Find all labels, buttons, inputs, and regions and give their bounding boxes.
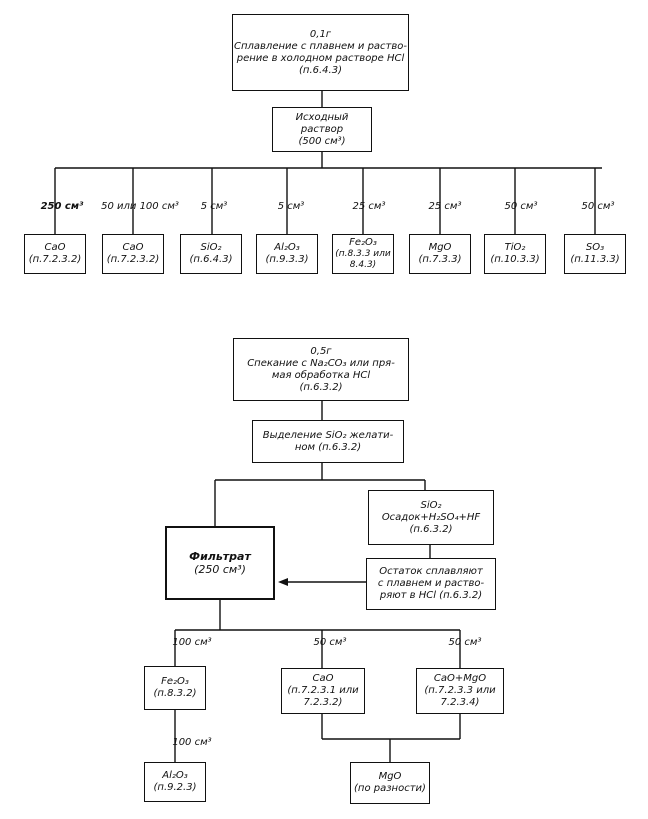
filtrate-label: Фильтрат (189, 549, 251, 563)
result-oxide: CaO (122, 242, 144, 253)
result-box-cao-2: CaO (п.7.2.3.2) (102, 234, 164, 274)
al2o3-box: Al₂O₃ (п.9.2.3) (144, 762, 206, 802)
result-ref-2: 8.4.3) (349, 260, 377, 270)
result-ref: (п.7.2.3.2) (106, 254, 160, 265)
result-box-sio2: SiO₂ (п.6.4.3) (180, 234, 242, 274)
fe2o3-label: Fe₂O₃ (161, 676, 189, 687)
volume-label-left: 100 см³ (172, 637, 212, 648)
branch-volume-label: 50 см³ (504, 201, 538, 212)
fe2o3-ref: (п.8.3.2) (153, 688, 197, 699)
volume-label-al: 100 см³ (172, 737, 212, 748)
sio2-precipitate-box: SiO₂ Осадок+H₂SO₄+HF (п.6.3.2) (368, 490, 494, 545)
silica-gelatin-box: Выделение SiO₂ желати- ном (п.6.3.2) (252, 420, 404, 463)
result-box-fe2o3: Fe₂O₃ (п.8.3.3 или 8.4.3) (332, 234, 394, 274)
branch-volume-label: 50 или 100 см³ (101, 201, 179, 212)
branch-volume-label: 50 см³ (581, 201, 615, 212)
cao-ref: (п.7.2.3.1 или (287, 685, 359, 696)
sample-line3: мая обработка НСl (271, 369, 371, 381)
result-ref: (п.8.3.3 или (335, 249, 391, 260)
sample-05g-box: 0,5г Спекание с Na₂CO₃ или пря- мая обра… (233, 338, 409, 401)
branch-volume-label: 5 см³ (277, 201, 305, 212)
result-box-cao: CaO (п.7.2.3.2) (24, 234, 86, 274)
cao-label: CaO (312, 673, 334, 684)
root-sample-line3: рение в холодном растворе НСl (236, 52, 405, 64)
result-box-al2o3: Al₂O₃ (п.9.3.3) (256, 234, 318, 274)
result-ref: (п.10.3.3) (490, 254, 540, 265)
sample-line2: Спекание с Na₂CO₃ или пря- (247, 357, 395, 369)
result-ref: (п.7.2.3.2) (28, 254, 82, 265)
sio2-treatment: Осадок+H₂SO₄+HF (381, 511, 481, 523)
sio2-ref: (п.6.3.2) (409, 523, 453, 535)
mgo-ref: (по разности) (354, 783, 426, 794)
cao-mgo-label: CaO+MgO (433, 673, 487, 684)
result-ref: (п.11.3.3) (570, 254, 620, 265)
cao-mgo-ref: (п.7.2.3.3 или (424, 685, 496, 696)
al2o3-label: Al₂O₃ (162, 770, 188, 781)
result-oxide: TiO₂ (504, 242, 526, 253)
residue-line3: ряют в НСl (п.6.3.2) (379, 590, 483, 601)
residue-line2: с плавнем и раство- (377, 578, 485, 589)
root-sample-ref: (п.6.4.3) (299, 64, 342, 76)
result-oxide: SO₃ (585, 242, 605, 253)
volume-label-mid: 50 см³ (313, 637, 347, 648)
cao-mgo-ref-2: 7.2.3.4) (440, 697, 480, 708)
root-sample-line2: Сплавление с плавнем и раство- (234, 40, 407, 52)
cao-ref-2: 7.2.3.2) (303, 697, 343, 708)
initial-solution-line2: раствор (300, 123, 344, 135)
mgo-diff-box: MgO (по разности) (350, 762, 430, 804)
gelatin-line1: Выделение SiO₂ желати- (262, 429, 394, 441)
branch-volume-label: 25 см³ (352, 201, 386, 212)
result-ref: (п.7.3.3) (418, 254, 462, 265)
branch-volume-label: 25 см³ (428, 201, 462, 212)
result-box-so3: SO₃ (п.11.3.3) (564, 234, 626, 274)
result-box-tio2: TiO₂ (п.10.3.3) (484, 234, 546, 274)
initial-solution-box: Исходный раствор (500 см³) (272, 107, 372, 152)
result-oxide: Fe₂O₃ (349, 237, 377, 249)
al2o3-ref: (п.9.2.3) (153, 782, 197, 793)
result-oxide: CaO (44, 242, 66, 253)
sio2-label: SiO₂ (420, 499, 442, 511)
fe2o3-box: Fe₂O₃ (п.8.3.2) (144, 666, 206, 710)
sample-mass: 0,5г (310, 345, 332, 357)
mgo-label: MgO (378, 771, 402, 782)
sample-ref: (п.6.3.2) (299, 381, 343, 393)
cao-box: CaO (п.7.2.3.1 или 7.2.3.2) (281, 668, 365, 714)
filtrate-volume: (250 см³) (194, 563, 246, 576)
initial-solution-line1: Исходный (295, 111, 349, 123)
root-sample-mass: 0,1г (309, 28, 332, 40)
filtrate-box: Фильтрат (250 см³) (165, 526, 275, 600)
result-box-mgo: MgO (п.7.3.3) (409, 234, 471, 274)
result-ref: (п.6.4.3) (189, 254, 233, 265)
residue-box: Остаток сплавляют с плавнем и раство- ря… (366, 558, 496, 610)
residue-line1: Остаток сплавляют (379, 566, 483, 577)
volume-label-right: 50 см³ (448, 637, 482, 648)
result-ref: (п.9.3.3) (265, 254, 309, 265)
cao-mgo-box: CaO+MgO (п.7.2.3.3 или 7.2.3.4) (416, 668, 504, 714)
gelatin-line2: ном (п.6.3.2) (294, 441, 362, 453)
result-oxide: MgO (428, 242, 452, 253)
branch-volume-label: 250 см³ (40, 201, 84, 212)
initial-solution-volume: (500 см³) (298, 135, 346, 147)
result-oxide: SiO₂ (200, 242, 222, 253)
branch-volume-label: 5 см³ (200, 201, 228, 212)
root-sample-box: 0,1г Сплавление с плавнем и раство- рени… (232, 14, 409, 91)
result-oxide: Al₂O₃ (274, 242, 300, 253)
